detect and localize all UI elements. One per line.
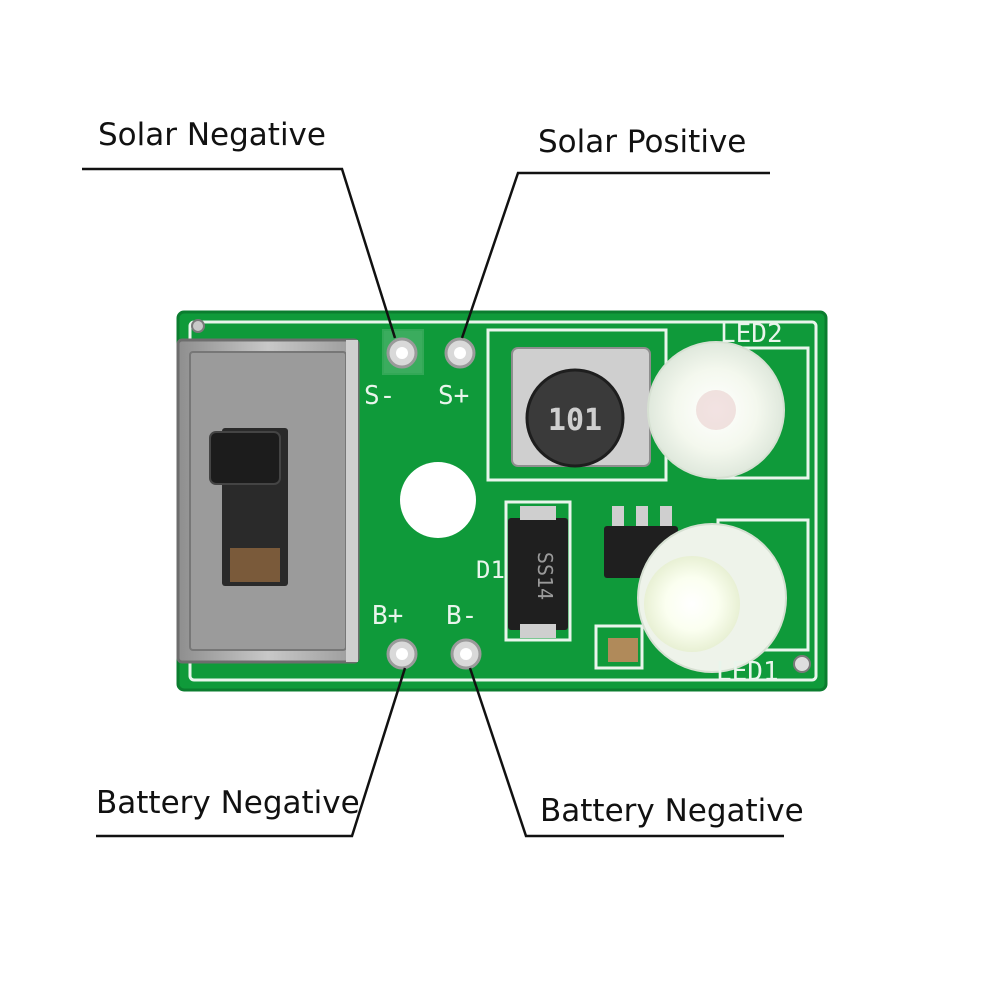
switch-knob xyxy=(209,431,281,485)
leader-battery-left xyxy=(96,667,407,838)
silk-b-minus: B- xyxy=(446,601,477,631)
inductor-code: 101 xyxy=(548,403,602,438)
center-mount-hole xyxy=(400,462,476,538)
pad-b-plus xyxy=(386,638,418,670)
leader-lines xyxy=(82,167,784,838)
silk-d1: D1 xyxy=(476,556,505,584)
label-battery-negative-left: Battery Negative xyxy=(96,785,360,821)
led2 xyxy=(647,341,810,480)
pad-b-minus xyxy=(450,638,482,670)
leader-solar-positive xyxy=(460,171,770,339)
resistor xyxy=(594,624,644,670)
silk-s-plus: S+ xyxy=(438,381,469,411)
label-solar-negative: Solar Negative xyxy=(98,117,326,153)
diode-code: SS14 xyxy=(533,552,557,600)
mount-hole-bottom-right xyxy=(793,655,811,673)
leader-solar-negative xyxy=(82,167,397,339)
pad-s-minus xyxy=(382,329,424,375)
led1 xyxy=(637,518,810,673)
inductor: 101 xyxy=(486,328,668,482)
diode-d1: SS14 xyxy=(504,500,572,642)
silk-s-minus: S- xyxy=(364,381,395,411)
silk-led2: LED2 xyxy=(720,319,783,349)
silk-led1: LED1 xyxy=(716,657,779,687)
leader-battery-right xyxy=(468,667,784,838)
label-solar-positive: Solar Positive xyxy=(538,124,747,160)
pad-s-plus xyxy=(444,337,476,369)
mount-hole-top-left xyxy=(191,319,205,333)
slide-switch xyxy=(176,338,360,664)
label-battery-negative-right: Battery Negative xyxy=(540,793,804,829)
silk-b-plus: B+ xyxy=(372,601,403,631)
